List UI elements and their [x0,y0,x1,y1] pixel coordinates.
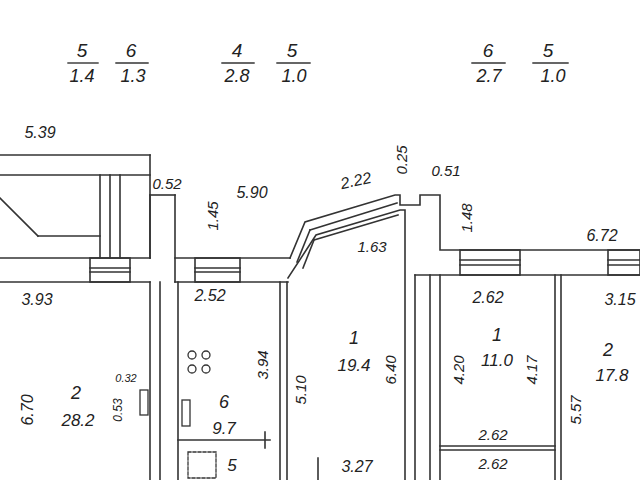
room-number: 2 [70,384,82,402]
dimension-label: 4.17 [524,354,539,385]
apartment-fraction: 2.7 [475,67,502,85]
apartment-fraction: 1.0 [280,67,307,85]
apartment-fraction: 2.8 [223,67,250,85]
room-number: 5 [226,457,237,474]
dimension-label: 0.25 [394,144,409,175]
room-area: 9.7 [211,420,237,437]
dimension-label: 2.52 [193,288,226,304]
dimension-label: 0.32 [114,373,137,384]
room-number: 2 [602,341,614,359]
dimension-label: 5.90 [235,185,268,201]
dimension-label: 5.39 [23,125,56,141]
fraction-bars [68,62,568,63]
dimension-label: 3.93 [20,292,53,308]
dimension-label: 1.45 [205,200,220,231]
dimension-label: 6.40 [383,354,398,385]
room-area: 19.4 [336,357,371,374]
dimension-label: 2.62 [477,427,508,442]
dimension-label: 0.51 [430,163,461,178]
dimension-label: 3.15 [603,292,636,308]
interior-walls [150,275,561,480]
room-area: 17.8 [594,367,629,384]
dimension-label: 2.22 [338,170,374,193]
apartment-fraction: 1.4 [68,67,95,85]
dimension-label: 2.62 [471,290,504,306]
apartment-number: 5 [286,41,299,60]
dimension-label: 3.94 [255,349,270,380]
dimension-label: 5.57 [568,394,583,425]
dimension-label: 1.63 [356,239,387,254]
room-number: 1 [348,329,360,347]
balcony [0,155,150,258]
dimension-label: 6.72 [585,228,618,244]
apartment-fraction: 1.0 [539,67,566,85]
dimension-label: 0.52 [151,176,182,191]
fixtures [140,351,216,478]
dimension-label: 1.48 [459,202,474,233]
dimension-label: 3.27 [340,459,373,475]
room-number: 1 [491,326,503,344]
dimension-label: 6.70 [20,393,36,426]
apartment-fraction: 1.3 [119,67,146,85]
apartment-number: 4 [231,41,244,60]
room-number: 6 [218,393,230,411]
apartment-number: 6 [482,41,495,60]
room-area: 11.0 [480,352,514,369]
room-area: 28.2 [60,412,95,429]
dimension-label: 5.10 [293,374,308,405]
dimension-label: 0.53 [112,397,124,422]
exterior-wall [0,195,640,480]
apartment-number: 5 [76,41,89,60]
apartment-number: 6 [125,41,138,60]
dimension-label: 4.20 [451,354,466,385]
apartment-number: 5 [542,41,555,60]
dimension-label: 2.62 [477,456,508,471]
